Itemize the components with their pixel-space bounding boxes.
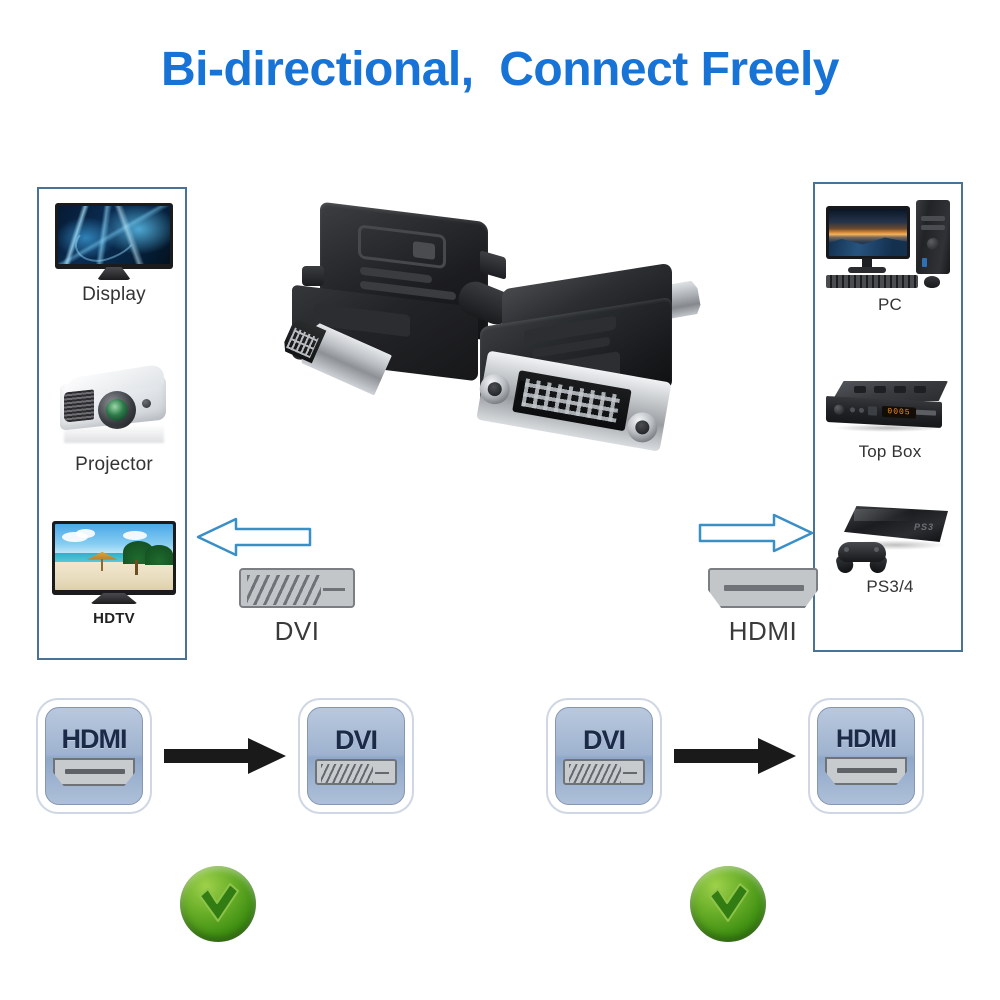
flow-target-tile-dvi[interactable]: DVI — [300, 700, 412, 812]
tile-label: DVI — [582, 725, 626, 755]
dvi-port-glyph — [315, 759, 397, 785]
console-logo: PS3 — [913, 522, 934, 532]
page-title: Bi-directional, Connect Freely — [161, 43, 839, 96]
flow-arrow-icon — [164, 736, 286, 776]
dvi-connector-glyph — [239, 568, 355, 608]
hdtv-icon — [39, 521, 189, 607]
right-direction-arrow-icon — [698, 512, 814, 554]
hdmi-caption: HDMI — [728, 616, 798, 646]
set-top-box-icon: 0005 — [815, 379, 965, 439]
dvi-female-to-hdmi-male-adapter — [462, 262, 712, 478]
device-label: Top Box — [858, 442, 922, 461]
dvi-to-hdmi-flow: DVI HDMI — [548, 700, 922, 812]
hdmi-to-dvi-flow: HDMI DVI — [38, 700, 412, 812]
device-label: HDTV — [93, 610, 135, 627]
hdmi-connector-group: HDMI — [688, 568, 838, 647]
green-check-badge — [180, 866, 256, 942]
device-hdtv: HDTV — [39, 521, 189, 627]
set-top-box-display: 0005 — [882, 405, 916, 419]
gamepad-icon — [832, 536, 892, 575]
device-label: Projector — [75, 454, 153, 475]
left-direction-arrow-icon — [196, 516, 312, 558]
flow-source-tile-dvi[interactable]: DVI — [548, 700, 660, 812]
projector-icon — [39, 363, 189, 451]
flow-arrow-icon — [674, 736, 796, 776]
device-top-box: 0005 Top Box — [815, 379, 965, 462]
device-projector: Projector — [39, 363, 189, 476]
device-label: Display — [82, 284, 146, 305]
device-game-console: PS3 PS3/4 — [815, 502, 965, 597]
device-label: PS3/4 — [866, 577, 914, 596]
hdmi-male-to-dvi-female-adapter — [282, 201, 542, 412]
dvi-port-glyph — [563, 759, 645, 785]
monitor-icon — [39, 203, 189, 281]
tile-label: HDMI — [836, 725, 897, 753]
hdmi-port-glyph — [53, 758, 135, 786]
flow-target-tile-hdmi[interactable]: HDMI — [810, 700, 922, 812]
device-label: PC — [877, 295, 903, 314]
source-devices-panel: Display Projector — [37, 187, 187, 660]
desktop-computer-icon — [815, 196, 965, 292]
dvi-connector-group: DVI — [222, 568, 372, 647]
game-console-icon: PS3 — [815, 502, 965, 575]
device-pc: PC — [815, 196, 965, 315]
output-devices-panel: PC 0005 Top Box PS3 — [813, 182, 963, 652]
hdmi-port-glyph — [825, 757, 907, 785]
dvi-caption: DVI — [274, 616, 320, 646]
tile-label: DVI — [334, 725, 378, 755]
tile-label: HDMI — [61, 724, 128, 754]
device-display: Display — [39, 203, 189, 306]
hdmi-connector-glyph — [708, 568, 818, 608]
green-check-badge — [690, 866, 766, 942]
flow-source-tile-hdmi[interactable]: HDMI — [38, 700, 150, 812]
